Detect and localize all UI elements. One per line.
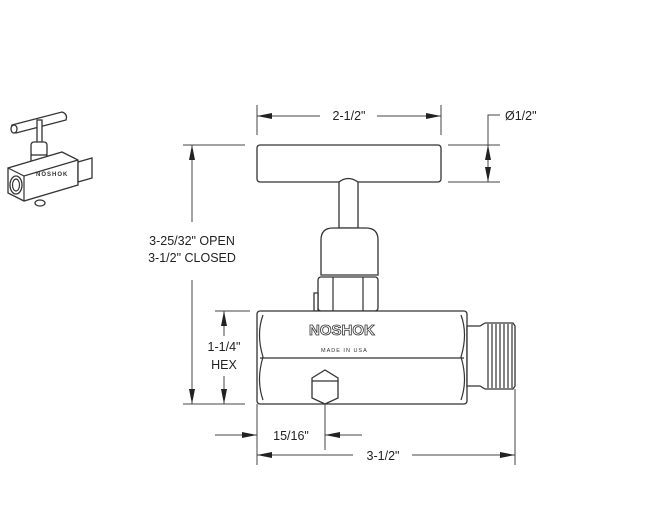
- hex-size-label: 1-1/4": [208, 340, 241, 354]
- drain-offset-label: 15/16": [273, 429, 309, 443]
- bonnet: [320, 227, 379, 276]
- isometric-thumbnail: NOSHOK: [7, 111, 93, 207]
- packing-nut: [317, 276, 379, 312]
- dimension-height: 3-25/32" OPEN 3-1/2" CLOSED: [148, 144, 245, 405]
- male-npt-end: [466, 322, 516, 390]
- dimension-handle-diameter: Ø1/2": [448, 109, 537, 183]
- hex-label: HEX: [211, 358, 237, 372]
- stem: [338, 177, 359, 229]
- dimension-overall-length: 3-1/2": [257, 389, 516, 465]
- height-open-label: 3-25/32" OPEN: [149, 234, 235, 248]
- dimension-hex: 1-1/4" HEX: [208, 310, 250, 404]
- valve-front-view: NOSHOK MADE IN USA: [256, 144, 516, 405]
- thumbnail-logo: NOSHOK: [36, 172, 68, 178]
- dimension-handle-length: 2-1/2": [256, 105, 442, 135]
- made-in-usa-marking: MADE IN USA: [321, 348, 368, 354]
- handle-diameter-label: Ø1/2": [505, 109, 537, 123]
- t-handle: [256, 144, 442, 183]
- overall-length-label: 3-1/2": [367, 449, 400, 463]
- drain-plug: [311, 369, 339, 405]
- dimension-drain-offset: 15/16": [215, 404, 362, 465]
- height-closed-label: 3-1/2" CLOSED: [148, 251, 236, 265]
- handle-length-label: 2-1/2": [333, 109, 366, 123]
- brand-logo: NOSHOK: [309, 322, 375, 339]
